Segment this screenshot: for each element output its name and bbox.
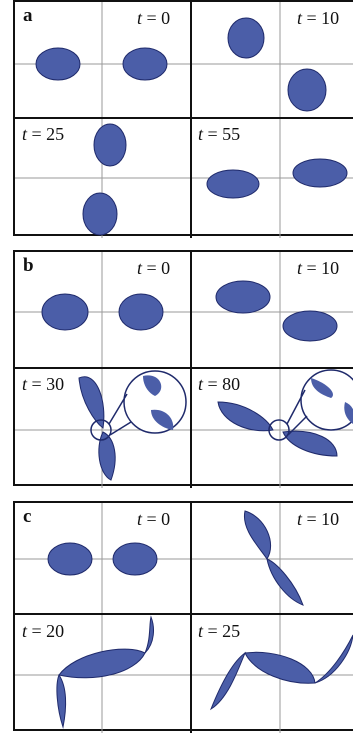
panel-a-figure: [15, 2, 353, 238]
panel-a: a t = 0 t = 10 t = 25 t = 55: [13, 0, 353, 238]
panel-label: c: [23, 506, 32, 527]
time-label: t = 0: [137, 8, 171, 28]
time-label: t = 10: [297, 258, 340, 278]
cell-blob: [41, 293, 89, 331]
cell-blob: [282, 310, 338, 342]
time-label: t = 20: [22, 621, 65, 641]
cell-blob: [58, 648, 146, 679]
cell-blob: [82, 192, 118, 236]
cell-blob: [314, 634, 353, 684]
cell-blob: [35, 47, 81, 81]
cell-blob: [243, 510, 272, 560]
cell-blob: [122, 47, 168, 81]
cell-blob: [78, 376, 105, 429]
panel-c-figure: [15, 503, 353, 733]
panel-b: b t = 0 t = 10 t = 30 t = 80: [13, 250, 353, 488]
cell-blob: [206, 169, 260, 199]
zoom-marker: [90, 419, 112, 441]
time-label: t = 25: [22, 124, 65, 144]
zoom-inset: [300, 369, 353, 431]
cell-blob: [93, 123, 127, 167]
cell-blob: [217, 401, 274, 432]
cell-blob: [56, 673, 67, 729]
time-label: t = 25: [198, 621, 241, 641]
panel-c: c t = 0 t = 10 t = 20 t = 25: [13, 501, 353, 733]
cell-blob: [118, 293, 164, 331]
cell-blob: [112, 542, 158, 576]
cell-blob: [47, 542, 93, 576]
cell-blob: [209, 651, 247, 711]
panel-b-figure: [15, 252, 353, 488]
time-label: t = 55: [198, 124, 241, 144]
cell-blob: [292, 158, 348, 188]
panel-label: b: [23, 255, 34, 276]
time-label: t = 10: [297, 509, 340, 529]
time-label: t = 30: [22, 374, 65, 394]
time-label: t = 80: [198, 374, 241, 394]
cell-blob: [287, 68, 327, 112]
cell-blob: [244, 651, 316, 684]
cell-blob: [215, 280, 271, 314]
cell-blob: [282, 430, 338, 457]
zoom-inset: [123, 370, 187, 434]
panel-label: a: [23, 5, 33, 26]
zoom-marker: [268, 419, 290, 441]
cell-blob: [266, 558, 304, 606]
time-label: t = 10: [297, 8, 340, 28]
cell-blob: [227, 17, 265, 59]
time-label: t = 0: [137, 258, 171, 278]
cell-blob: [98, 431, 116, 481]
time-label: t = 0: [137, 509, 171, 529]
cell-blob: [144, 615, 154, 654]
